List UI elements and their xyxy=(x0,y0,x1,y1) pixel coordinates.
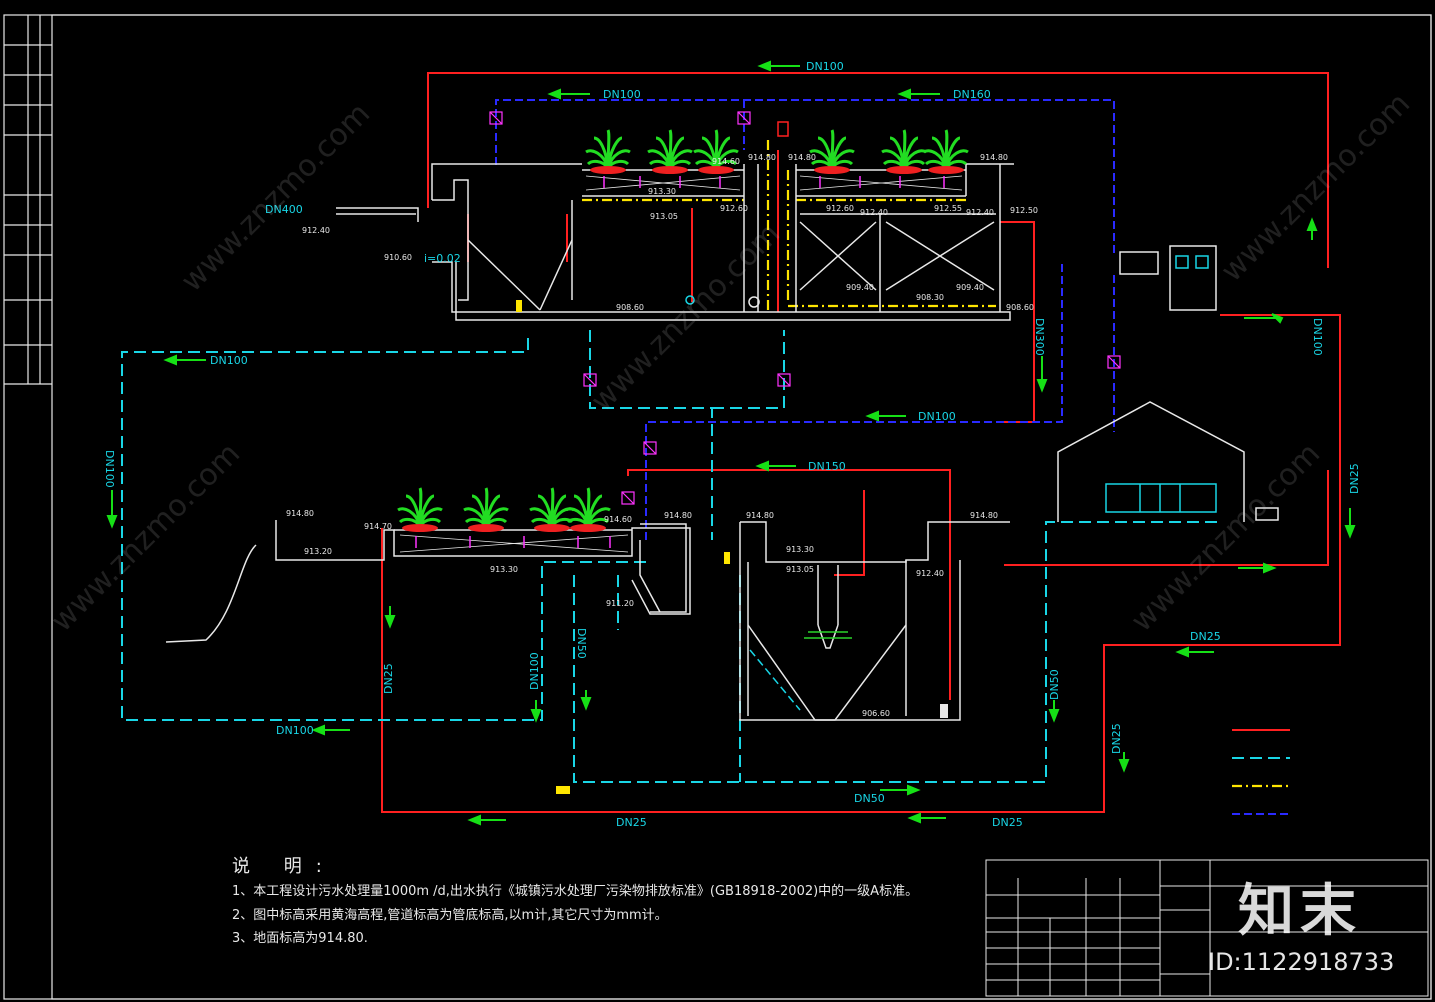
sewage-pipes xyxy=(381,72,1341,813)
elev: 912.55 xyxy=(934,204,962,213)
label-dn25-right-v2: DN25 xyxy=(1348,463,1361,494)
pumps xyxy=(516,121,948,794)
elev: 906.60 xyxy=(862,709,890,718)
notes-title: 说 明: xyxy=(232,856,336,877)
elev: 913.20 xyxy=(304,547,332,556)
elev: 914.80 xyxy=(980,153,1008,162)
elev: 912.40 xyxy=(916,569,944,578)
elev: 913.30 xyxy=(490,565,518,574)
wetland-flow-marks xyxy=(415,176,945,548)
elev: 914.60 xyxy=(604,515,632,524)
label-dn400: DN400 xyxy=(265,203,303,216)
elev: 910.60 xyxy=(384,253,412,262)
flow-arrows xyxy=(106,60,1356,826)
elev: 913.05 xyxy=(650,212,678,221)
label-dn25-left: DN25 xyxy=(382,663,395,694)
elev: 912.60 xyxy=(720,204,748,213)
elev: 908.60 xyxy=(616,303,644,312)
label-dn100-center-v: DN100 xyxy=(528,652,541,690)
elev: 912.40 xyxy=(966,208,994,217)
elev: 913.05 xyxy=(786,565,814,574)
elev: 912.40 xyxy=(860,208,888,217)
elev: 908.30 xyxy=(916,293,944,302)
elev: 912.60 xyxy=(826,204,854,213)
title-block xyxy=(985,859,1429,997)
label-dn25-right-h: DN25 xyxy=(1190,630,1221,643)
elev: 914.80 xyxy=(748,153,776,162)
label-dn50-bottom: DN50 xyxy=(854,792,885,805)
note-line-1: 1、本工程设计污水处理量1000m /d,出水执行《城镇污水处理厂污染物排放标准… xyxy=(232,884,919,899)
lower-tanks xyxy=(165,520,1010,721)
watermark-id: ID:1122918733 xyxy=(1208,948,1395,976)
elev: 914.80 xyxy=(746,511,774,520)
elevation-labels: 912.40 910.60 i=0.02 914.60 913.30 913.0… xyxy=(286,153,1038,718)
elev: 914.80 xyxy=(664,511,692,520)
elev: 913.30 xyxy=(648,187,676,196)
elev: 908.60 xyxy=(1006,303,1034,312)
label-dn100-top: DN100 xyxy=(806,60,844,73)
label-dn100-blue: DN100 xyxy=(603,88,641,101)
elev: 913.30 xyxy=(786,545,814,554)
elev: 914.80 xyxy=(286,509,314,518)
elev: 909.40 xyxy=(956,283,984,292)
elev: 912.50 xyxy=(1010,206,1038,215)
press-house xyxy=(1057,245,1279,522)
pipe-labels: DN100 DN100 DN160 DN400 DN100 DN300 DN10… xyxy=(103,60,1361,829)
label-dn100-right-v: DN100 xyxy=(1311,318,1324,356)
label-dn150: DN150 xyxy=(808,460,846,473)
label-dn25-right-v1: DN25 xyxy=(1110,723,1123,754)
label-dn25-bottom-right: DN25 xyxy=(992,816,1023,829)
label-dn300: DN300 xyxy=(1033,318,1046,356)
odor-pipes xyxy=(495,99,1115,540)
elev: 914.60 xyxy=(712,157,740,166)
note-line-3: 3、地面标高为914.80. xyxy=(232,931,368,946)
legend xyxy=(1232,729,1290,815)
label-dn100-bottom: DN100 xyxy=(276,724,314,737)
elev: 911.20 xyxy=(606,599,634,608)
elev: 912.40 xyxy=(302,226,330,235)
label-dn100-mid: DN100 xyxy=(918,410,956,423)
note-line-2: 2、图中标高采用黄海高程,管道标高为管底标高,以m计,其它尺寸为mm计。 xyxy=(232,908,668,923)
label-dn160: DN160 xyxy=(953,88,991,101)
elev: 914.80 xyxy=(970,511,998,520)
drawing-frame xyxy=(3,14,1432,1000)
watermark-logo: 知末 xyxy=(1238,879,1362,944)
label-dn50-right-v: DN50 xyxy=(1048,669,1061,700)
elev: 914.80 xyxy=(788,153,816,162)
wetland-plants xyxy=(396,128,970,534)
slope-label: i=0.02 xyxy=(424,252,461,265)
elev: 914.70 xyxy=(364,522,392,531)
upper-tanks xyxy=(336,163,1014,321)
elev: 909.40 xyxy=(846,283,874,292)
sludge-pipes xyxy=(121,330,1220,783)
label-dn25-bottom-left: DN25 xyxy=(616,816,647,829)
air-pipes xyxy=(582,140,996,310)
label-dn100-left-v: DN100 xyxy=(103,450,116,488)
label-dn50-center-v: DN50 xyxy=(575,628,588,659)
label-dn100-left-h: DN100 xyxy=(210,354,248,367)
